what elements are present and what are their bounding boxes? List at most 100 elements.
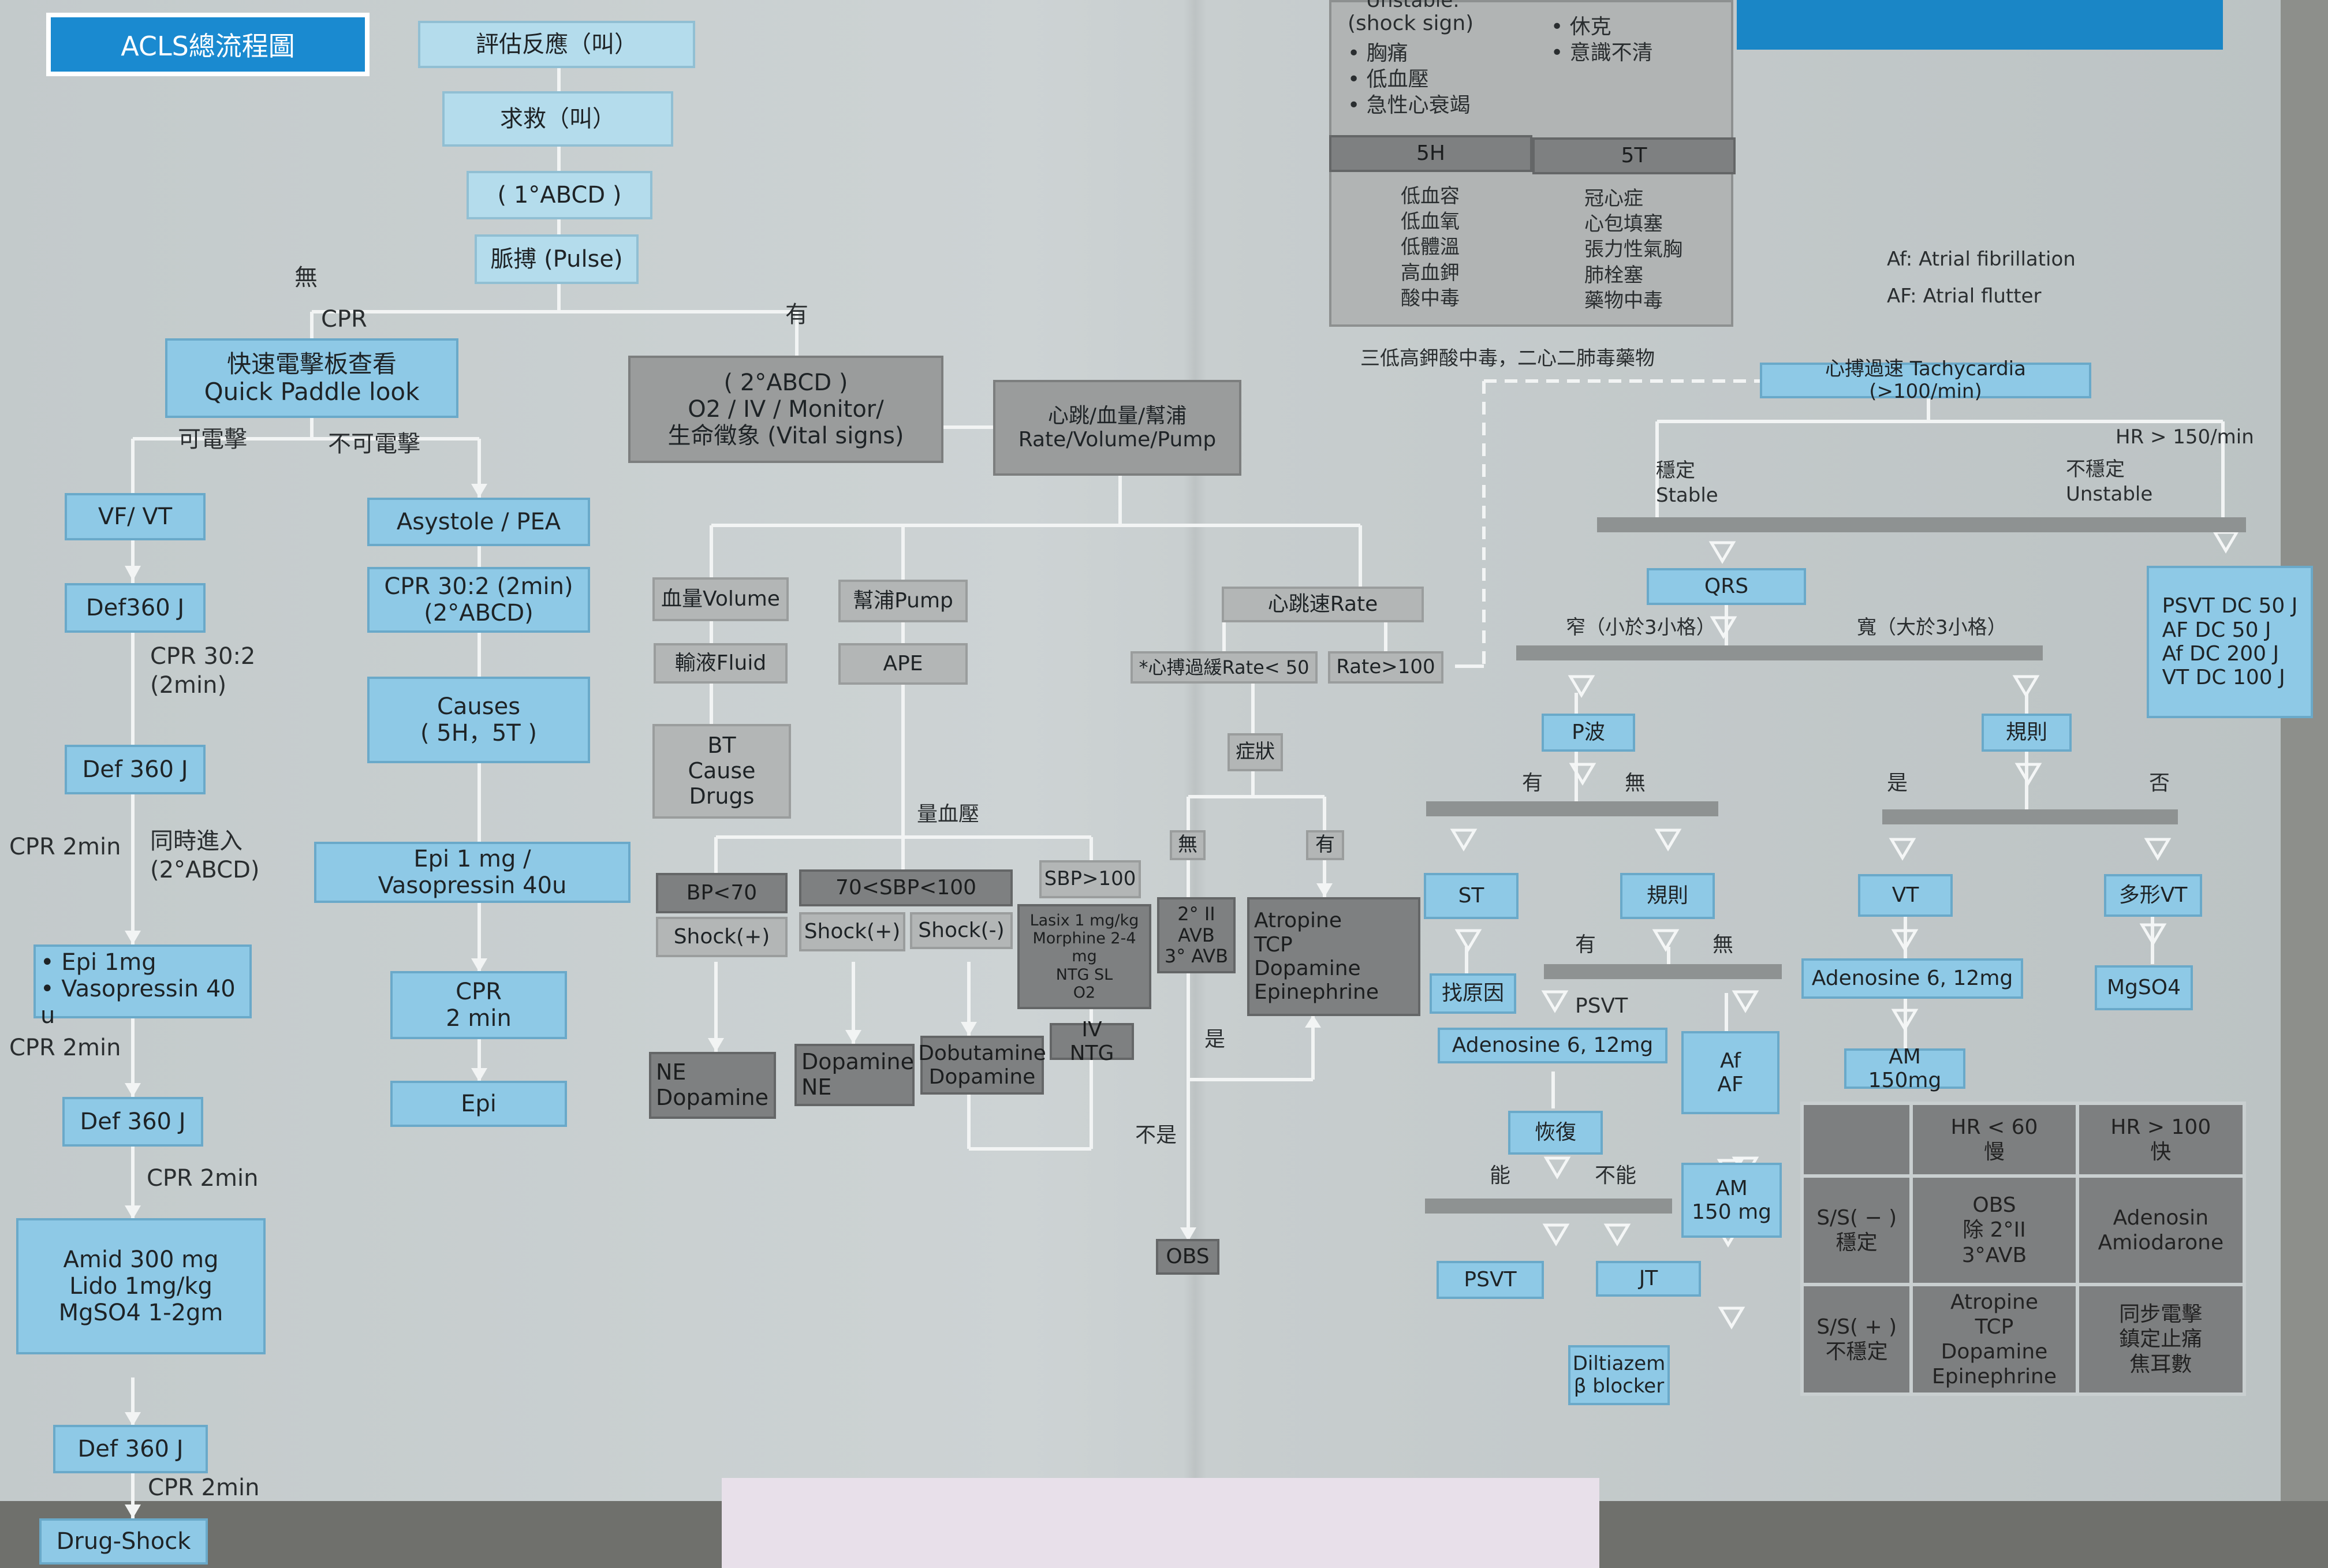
cpr-2min-label-a: CPR 2min <box>9 834 121 860</box>
no-symptom-box: 無 <box>1170 830 1206 860</box>
rate-over-100-box: Rate>100 <box>1328 651 1443 684</box>
yes-label: 是 <box>1204 1028 1226 1051</box>
regular-box: 規則 <box>1982 714 2072 752</box>
epi-vasopressin-list: • Epi 1mg • Vasopressin 40 u <box>33 944 252 1029</box>
sbp-70-100-box: 70<SBP<100 <box>799 869 1013 906</box>
defib-360-2: Def 360 J <box>65 745 206 794</box>
avb-box: 2° II AVB 3° AVB <box>1157 897 1236 973</box>
pulse-box: 脈搏 (Pulse) <box>475 234 639 284</box>
regular-no-label: 否 <box>2149 771 2170 795</box>
quick-paddle-box: 快速電擊板查看 Quick Paddle look <box>165 338 458 418</box>
hr-over-150-label: HR > 150/min <box>2116 425 2254 449</box>
jt-box: JT <box>1596 1261 1701 1297</box>
five-t-list: 冠心症 心包填塞 張力性氣胸 肺栓塞 藥物中毒 <box>1584 187 1682 312</box>
p-wave-bar <box>1426 801 1718 816</box>
simultaneous-abcd-label: 同時進入 (2°ABCD) <box>150 828 260 883</box>
five-h-list: 低血容 低血氧 低體溫 高血鉀 酸中毒 <box>1401 185 1460 310</box>
find-cause-box: 找原因 <box>1430 973 1516 1014</box>
bp-under-70-box: BP<70 <box>656 873 788 913</box>
obs-box: OBS <box>1156 1239 1219 1275</box>
causes-box: Causes ( 5H，5T ) <box>367 677 590 763</box>
amiodarone-150mg-box: AM 150 mg <box>1681 1163 1782 1238</box>
stable-label: 穩定 Stable <box>1656 459 1718 507</box>
shock-sign-card: Unstable: (shock sign) • 胸痛 • 低血壓 • 急性心衰… <box>1329 0 1736 327</box>
cpr-2min-label-d: CPR 2min <box>148 1474 260 1501</box>
regular-yes-no-bar <box>1544 964 1782 979</box>
vf-vt-box: VF/ VT <box>65 493 206 540</box>
dopamine-ne-box: Dopamine NE <box>794 1044 915 1106</box>
qrs-box: QRS <box>1647 568 1806 605</box>
yes-symptom-box: 有 <box>1306 830 1344 860</box>
st-box: ST <box>1424 873 1519 919</box>
matrix-hr-high: HR > 100 快 <box>2075 1102 2247 1178</box>
nonshockable-label: 不可電擊 <box>328 431 420 457</box>
cpr-2min-box: CPR 2 min <box>390 971 567 1039</box>
matrix-corner <box>1800 1102 1913 1178</box>
polymorphic-vt-box: 多形VT <box>2104 874 2202 917</box>
shock-positive-box-1: Shock(+) <box>656 917 788 957</box>
lasix-morphine-box: Lasix 1 mg/kg Morphine 2-4 mg NTG SL O2 <box>1017 904 1151 1009</box>
measure-bp-label: 量血壓 <box>917 802 980 826</box>
antiarrhythmic-box: Amid 300 mg Lido 1mg/kg MgSO4 1-2gm <box>16 1218 266 1354</box>
atropine-tcp-box: Atropine TCP Dopamine Epinephrine <box>1247 897 1420 1016</box>
volume-box: 血量Volume <box>652 577 789 621</box>
regularity-bar <box>1882 809 2178 824</box>
diltiazem-box: Diltiazem β blocker <box>1568 1345 1670 1405</box>
matrix-obs-cell: OBS 除 2°II 3°AVB <box>1909 1174 2079 1286</box>
defib-360-1: Def360 J <box>65 583 206 633</box>
defib-360-3: Def 360 J <box>62 1097 203 1147</box>
matrix-hr-low: HR < 60 慢 <box>1909 1102 2079 1178</box>
psvt-yes-label: 有 <box>1575 933 1596 957</box>
psvt-label: PSVT <box>1575 994 1628 1018</box>
matrix-ss-minus: S/S( − ) 穩定 <box>1800 1174 1913 1286</box>
tablet-device <box>722 1478 1599 1568</box>
epi-vasopressin-box: Epi 1 mg / Vasopressin 40u <box>314 842 630 903</box>
five-t-header: 5T <box>1532 137 1736 174</box>
shock-negative-box: Shock(-) <box>910 912 1013 949</box>
call-help-box: 求救（叫） <box>442 91 673 147</box>
cpr-2min-label-c: CPR 2min <box>147 1165 259 1192</box>
rate-box: 心跳速Rate <box>1222 587 1424 622</box>
epi-box: Epi <box>390 1081 567 1127</box>
ape-box: APE <box>838 643 968 685</box>
p-wave-yes-label: 有 <box>1522 771 1543 795</box>
vt-box: VT <box>1858 874 1953 917</box>
matrix-sync-cell: 同步電擊 鎮定止痛 焦耳數 <box>2075 1283 2247 1396</box>
matrix-adenosine-cell: Adenosin Amiodarone <box>2075 1174 2247 1286</box>
top-blue-band <box>1737 0 2223 50</box>
matrix-ss-plus: S/S( + ) 不穩定 <box>1800 1283 1913 1396</box>
rate-volume-pump-box: 心跳/血量/幫浦 Rate/Volume/Pump <box>993 380 1241 476</box>
has-pulse-label: 有 <box>785 301 808 328</box>
assess-response-box: 評估反應（叫） <box>418 21 695 68</box>
psvt-box: PSVT <box>1437 1261 1544 1299</box>
af-definition: Af: Atrial fibrillation <box>1887 248 2076 271</box>
heart-rate-matrix: HR < 60 慢 HR > 100 快 S/S( − ) 穩定 OBS 除 2… <box>1800 1102 2247 1396</box>
bradycardia-box: *心搏過緩Rate< 50 <box>1131 651 1318 684</box>
sbp-over-100-box: SBP>100 <box>1039 860 1141 898</box>
chart-title: ACLS總流程圖 <box>46 13 370 76</box>
can-recover-label: 能 <box>1490 1164 1511 1188</box>
tachycardia-box: 心搏過速 Tachycardia (>100/min) <box>1760 357 2091 403</box>
drug-shock-box: Drug-Shock <box>39 1518 208 1565</box>
cpr-label: CPR <box>321 306 367 333</box>
primary-abcd-box: ( 1°ABCD ) <box>467 171 652 219</box>
matrix-atropine-cell: Atropine TCP Dopamine Epinephrine <box>1909 1283 2079 1396</box>
iv-ntg-box: IV NTG <box>1050 1018 1134 1065</box>
adenosine-box-vt: Adenosine 6, 12mg <box>1801 958 2023 999</box>
fluid-box: 輸液Fluid <box>654 643 788 684</box>
recover-box: 恢復 <box>1508 1111 1603 1155</box>
wide-qrs-label: 寬（大於3小格） <box>1857 616 2007 639</box>
unstable-label: 不穩定 Unstable <box>2066 458 2153 506</box>
shock-sign-label: (shock sign) <box>1348 12 1474 35</box>
symptom-box: 症狀 <box>1228 733 1283 771</box>
cpr-2min-label-b: CPR 2min <box>9 1035 121 1061</box>
stability-bar <box>1597 517 2246 532</box>
defib-360-4: Def 360 J <box>53 1425 208 1473</box>
asystole-pea-box: Asystole / PEA <box>367 498 590 546</box>
regular-box-2: 規則 <box>1620 873 1715 919</box>
five-h-header: 5H <box>1329 135 1532 172</box>
p-wave-no-label: 無 <box>1625 771 1646 795</box>
adenosine-box-psvt: Adenosine 6, 12mg <box>1438 1028 1667 1063</box>
cpr-30-2-box: CPR 30:2 (2min) (2°ABCD) <box>367 567 590 633</box>
